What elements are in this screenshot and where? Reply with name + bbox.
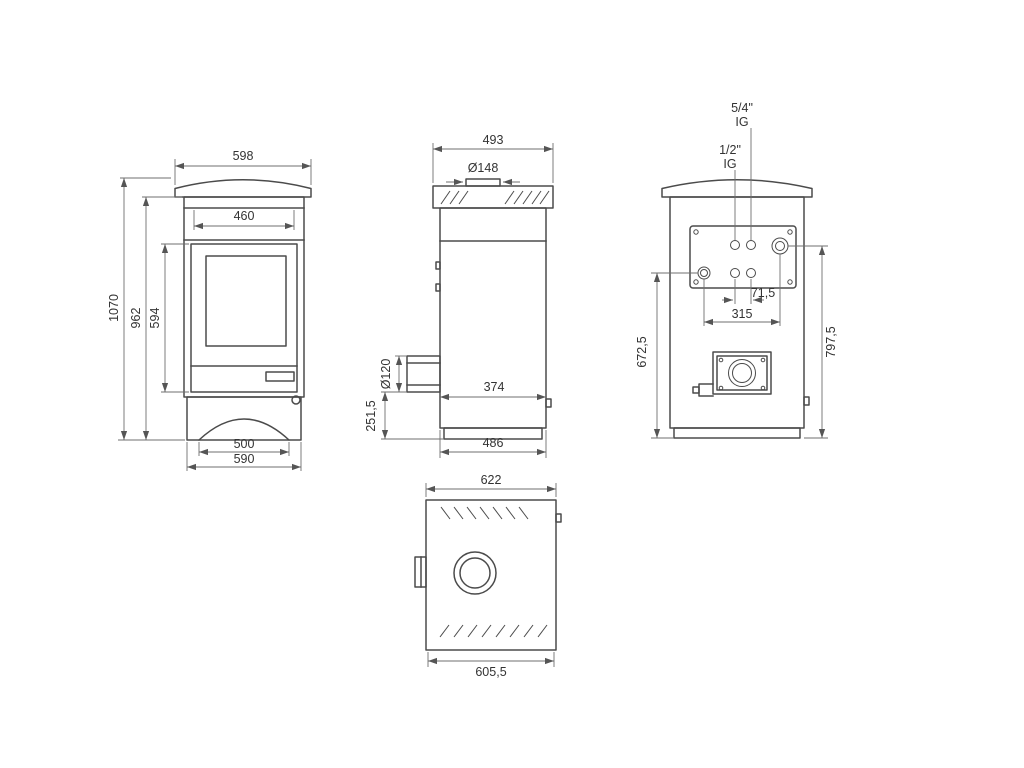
label-fitting-mid-size: 1/2"	[719, 143, 741, 157]
back-handle	[698, 383, 714, 397]
side-view-dimensions	[381, 143, 554, 458]
back-flue-opening	[728, 359, 756, 387]
back-top-cap	[661, 179, 813, 198]
back-view-dimensions	[651, 128, 828, 439]
back-flue-box	[712, 351, 772, 395]
back-view: 5/4" IG 1/2" IG 71,5 315 672,5 797,5	[635, 101, 838, 439]
label-fitting-top-size: 5/4"	[731, 101, 753, 115]
label-fitting-mid-thread: IG	[723, 157, 736, 171]
dim-side-top-depth: 493	[483, 133, 504, 147]
front-door-glass	[205, 255, 287, 347]
dim-back-upper-height: 797,5	[824, 326, 838, 357]
front-view: 598 460 1070 962 594 500 590	[107, 149, 312, 471]
dim-front-total-height: 1070	[107, 294, 121, 322]
back-fitting-large	[771, 237, 789, 255]
dim-front-top-width: 598	[233, 149, 254, 163]
side-base	[443, 427, 543, 440]
back-view-outline	[661, 179, 813, 439]
top-view-dimensions	[425, 483, 557, 667]
top-view-hatches	[439, 506, 548, 638]
dim-front-door-height: 594	[148, 308, 162, 329]
front-door-frame	[190, 243, 298, 393]
dim-back-fitting-gap: 71,5	[751, 286, 775, 300]
side-top-plate	[432, 185, 554, 209]
side-flue-collar	[465, 178, 501, 187]
back-fitting-top-left	[730, 240, 740, 250]
dim-back-lower-height: 672,5	[635, 336, 649, 367]
front-base-arch	[197, 418, 291, 442]
side-outlet-stub	[406, 355, 441, 393]
front-base	[186, 396, 302, 441]
back-fitting-lower-left	[697, 266, 711, 280]
back-base	[673, 427, 801, 439]
label-fitting-top-thread: IG	[735, 115, 748, 129]
dim-top-width: 622	[481, 473, 502, 487]
dim-front-inner-width: 460	[234, 209, 255, 223]
dim-back-fitting-span: 315	[732, 307, 753, 321]
front-handle-knob	[291, 395, 301, 405]
dim-bottom-width: 605,5	[475, 665, 506, 679]
back-connection-panel	[689, 225, 797, 289]
dim-front-body-height: 962	[129, 308, 143, 329]
top-view-outline	[414, 499, 562, 651]
dim-side-flue-diameter: Ø148	[468, 161, 499, 175]
dim-front-base-inner-width: 500	[234, 437, 255, 451]
dim-side-outlet-height: 251,5	[364, 400, 378, 431]
dim-front-base-width: 590	[234, 452, 255, 466]
dim-side-outlet-diameter: Ø120	[379, 359, 393, 390]
front-door-latch	[265, 371, 295, 382]
top-view-flue-inner	[459, 557, 491, 589]
front-view-dimensions	[118, 159, 312, 471]
front-top-cap	[174, 179, 312, 198]
dim-side-inner-depth: 374	[484, 380, 505, 394]
side-view: 493 Ø148 Ø120 374 251,5 486	[364, 133, 554, 458]
side-view-outline	[406, 178, 554, 440]
dim-side-base-depth: 486	[483, 436, 504, 450]
back-fitting-top-right	[746, 240, 756, 250]
top-view: 622 605,5	[414, 473, 562, 679]
side-vent-hatches	[440, 190, 550, 205]
top-view-body	[425, 499, 557, 651]
front-view-outline	[174, 179, 312, 442]
top-view-flue-outer	[453, 551, 497, 595]
